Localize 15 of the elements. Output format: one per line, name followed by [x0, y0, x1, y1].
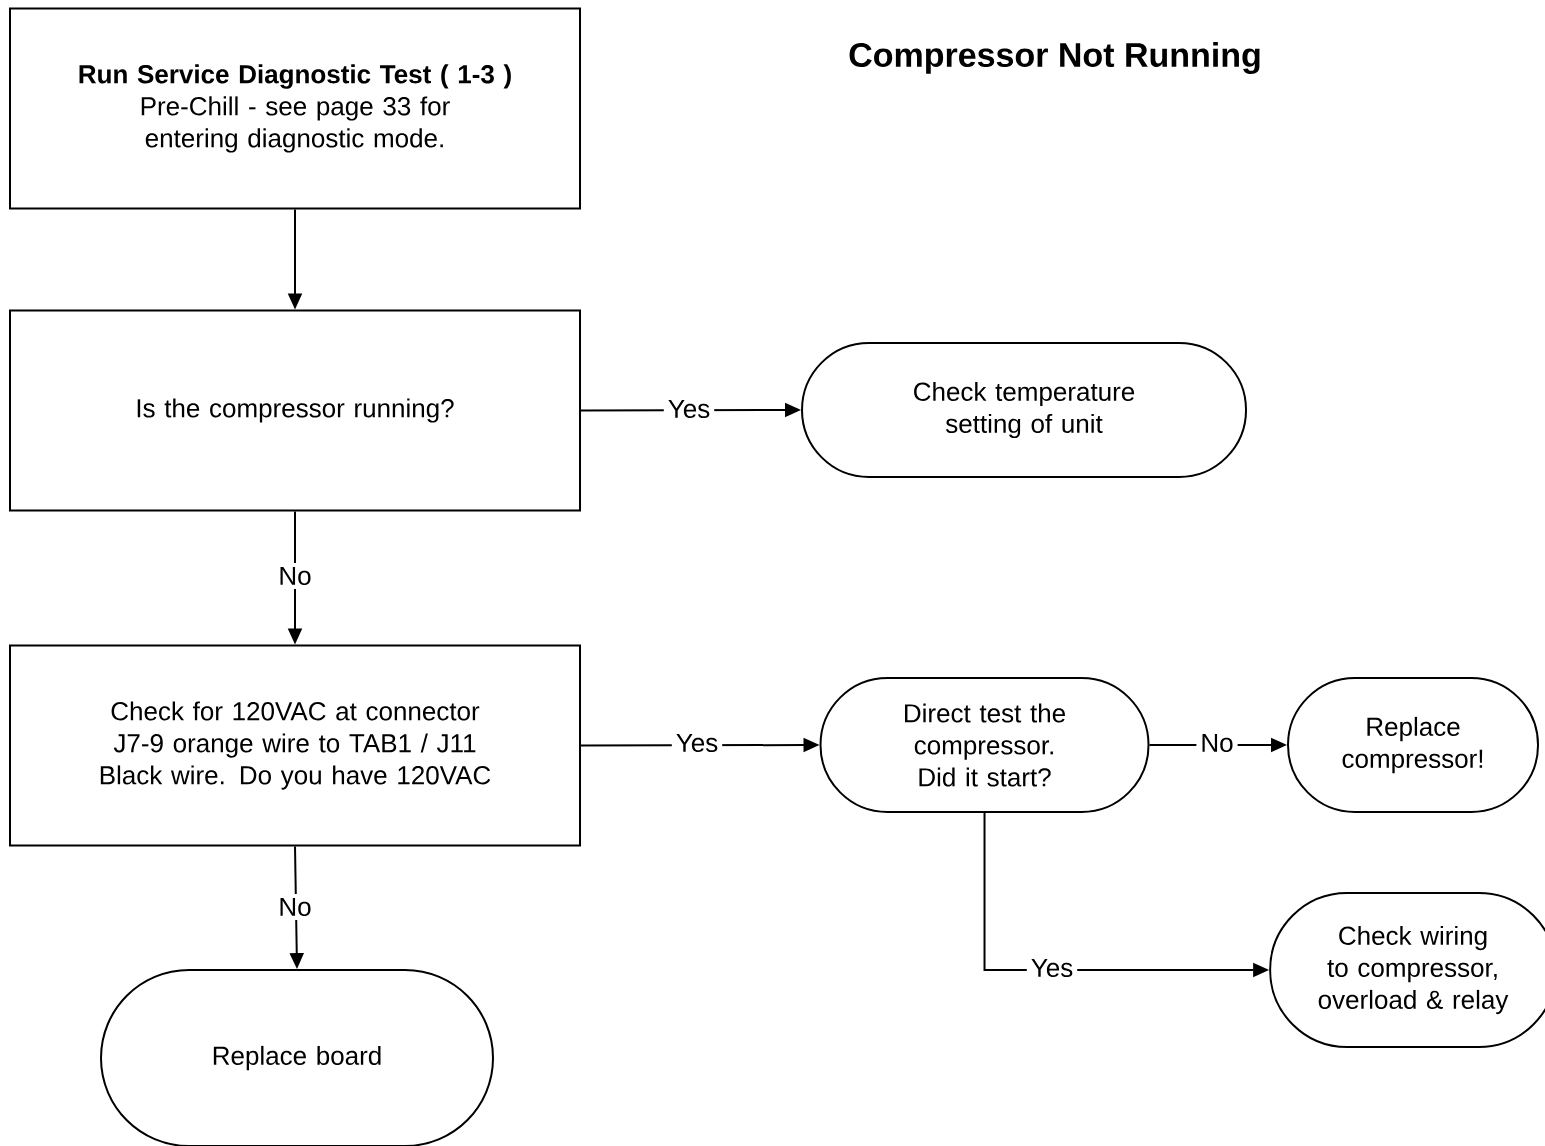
edge-label: No	[1196, 729, 1238, 757]
title: Compressor Not Running	[849, 42, 1260, 74]
terminal-box: Replace board	[100, 969, 494, 1146]
terminal-box: Direct test the compressor. Did it start?	[819, 677, 1150, 813]
terminal-box: Replace compressor!	[1287, 677, 1539, 813]
process-box: Check for 120VAC at connector J7-9 orange wire to TAB1 / J11 Black wire. Do you have 120VAC	[9, 644, 581, 847]
edge-label: No	[274, 893, 316, 921]
terminal-box: Check wiring to compressor, overload & relay	[1269, 892, 1545, 1048]
process-box: Is the compressor running?	[9, 309, 581, 512]
edge-label: No	[274, 562, 316, 590]
edge-label: Yes	[663, 395, 715, 423]
terminal-box: Check temperature setting of unit	[801, 342, 1247, 478]
edge-label: Yes	[671, 729, 723, 757]
edge-label: Yes	[1026, 954, 1078, 982]
process-box: Run Service Diagnostic Test ( 1-3 ) Pre-Chill - see page 33 for entering diagnostic mode.	[9, 7, 581, 210]
